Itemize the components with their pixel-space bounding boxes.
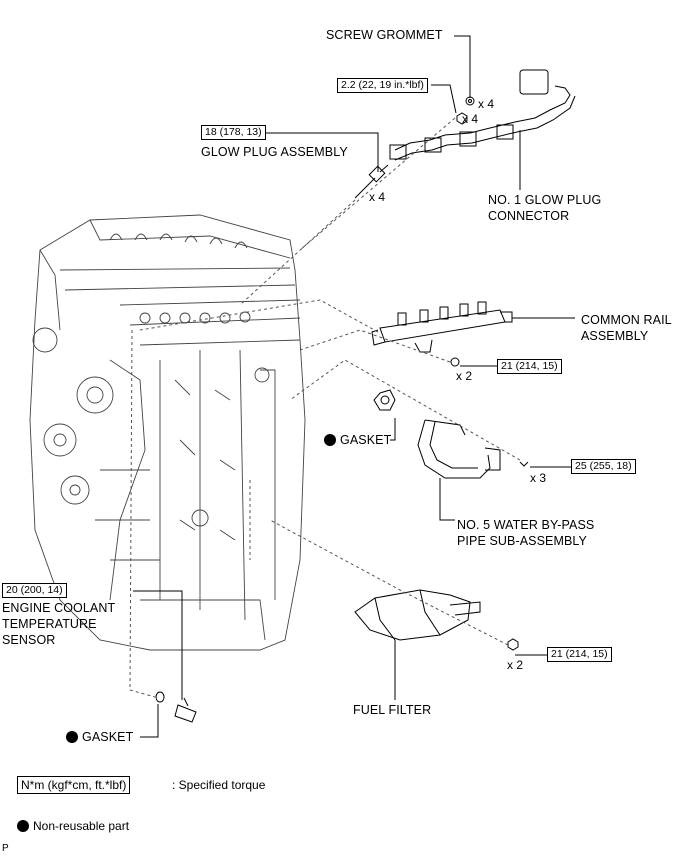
label-common-rail-1: COMMON RAIL bbox=[581, 313, 672, 327]
fuel-filter-part bbox=[354, 589, 519, 700]
torque-fuel-filter: 21 (214, 15) bbox=[547, 647, 612, 662]
common-rail-part bbox=[371, 301, 575, 367]
label-gasket-upper: GASKET bbox=[324, 433, 391, 448]
leader-lines bbox=[133, 35, 571, 738]
gasket-upper-text: GASKET bbox=[340, 433, 392, 447]
gasket-lower-text: GASKET bbox=[82, 730, 134, 744]
legend-torque-text: : Specified torque bbox=[172, 778, 266, 792]
nonreusable-dot-icon bbox=[324, 434, 336, 446]
label-ect-2: TEMPERATURE bbox=[2, 617, 97, 631]
torque-water-bypass: 25 (255, 18) bbox=[571, 459, 636, 474]
label-ect-3: SENSOR bbox=[2, 633, 56, 647]
glow-plug-connector-part bbox=[389, 69, 576, 190]
torque-common-rail: 21 (214, 15) bbox=[497, 359, 562, 374]
qty-grommet: x 4 bbox=[478, 97, 495, 111]
label-glow-plug-connector-1: NO. 1 GLOW PLUG bbox=[488, 193, 602, 207]
label-gasket-lower: GASKET bbox=[66, 730, 133, 745]
glow-plug-part bbox=[354, 164, 389, 199]
label-water-bypass-2: PIPE SUB-ASSEMBLY bbox=[457, 534, 587, 548]
nonreusable-dot-icon bbox=[17, 820, 29, 832]
label-glow-plug-connector-2: CONNECTOR bbox=[488, 209, 570, 223]
label-common-rail-2: ASSEMBLY bbox=[581, 329, 649, 343]
qty-fuel-filter: x 2 bbox=[507, 658, 524, 672]
label-fuel-filter: FUEL FILTER bbox=[353, 703, 432, 717]
footer-code: P bbox=[2, 843, 9, 854]
legend-nonreusable-text: Non-reusable part bbox=[33, 819, 130, 833]
label-glow-plug-assembly: GLOW PLUG ASSEMBLY bbox=[201, 145, 348, 159]
engine-block bbox=[29, 214, 306, 651]
screw-grommet-part bbox=[456, 96, 475, 125]
label-screw-grommet: SCREW GROMMET bbox=[326, 28, 443, 42]
torque-glow-plug: 18 (178, 13) bbox=[201, 125, 266, 140]
torque-grommet-nut: 2.2 (22, 19 in.*lbf) bbox=[337, 78, 428, 93]
qty-nut: x 4 bbox=[462, 112, 479, 126]
label-water-bypass-1: NO. 5 WATER BY-PASS bbox=[457, 518, 595, 532]
torque-ect-sensor: 20 (200, 14) bbox=[2, 583, 67, 598]
ect-sensor-part bbox=[155, 691, 197, 723]
assembly-dashed-lines bbox=[129, 117, 521, 698]
water-bypass-pipe-part bbox=[373, 389, 529, 521]
qty-common-rail: x 2 bbox=[456, 369, 473, 383]
qty-water-bypass: x 3 bbox=[530, 471, 547, 485]
label-ect-1: ENGINE COOLANT bbox=[2, 601, 116, 615]
qty-glow-plug: x 4 bbox=[369, 190, 386, 204]
legend-nonreusable: Non-reusable part bbox=[17, 818, 129, 834]
nonreusable-dot-icon bbox=[66, 731, 78, 743]
legend-torque-unit: N*m (kgf*cm, ft.*lbf) bbox=[17, 776, 131, 794]
